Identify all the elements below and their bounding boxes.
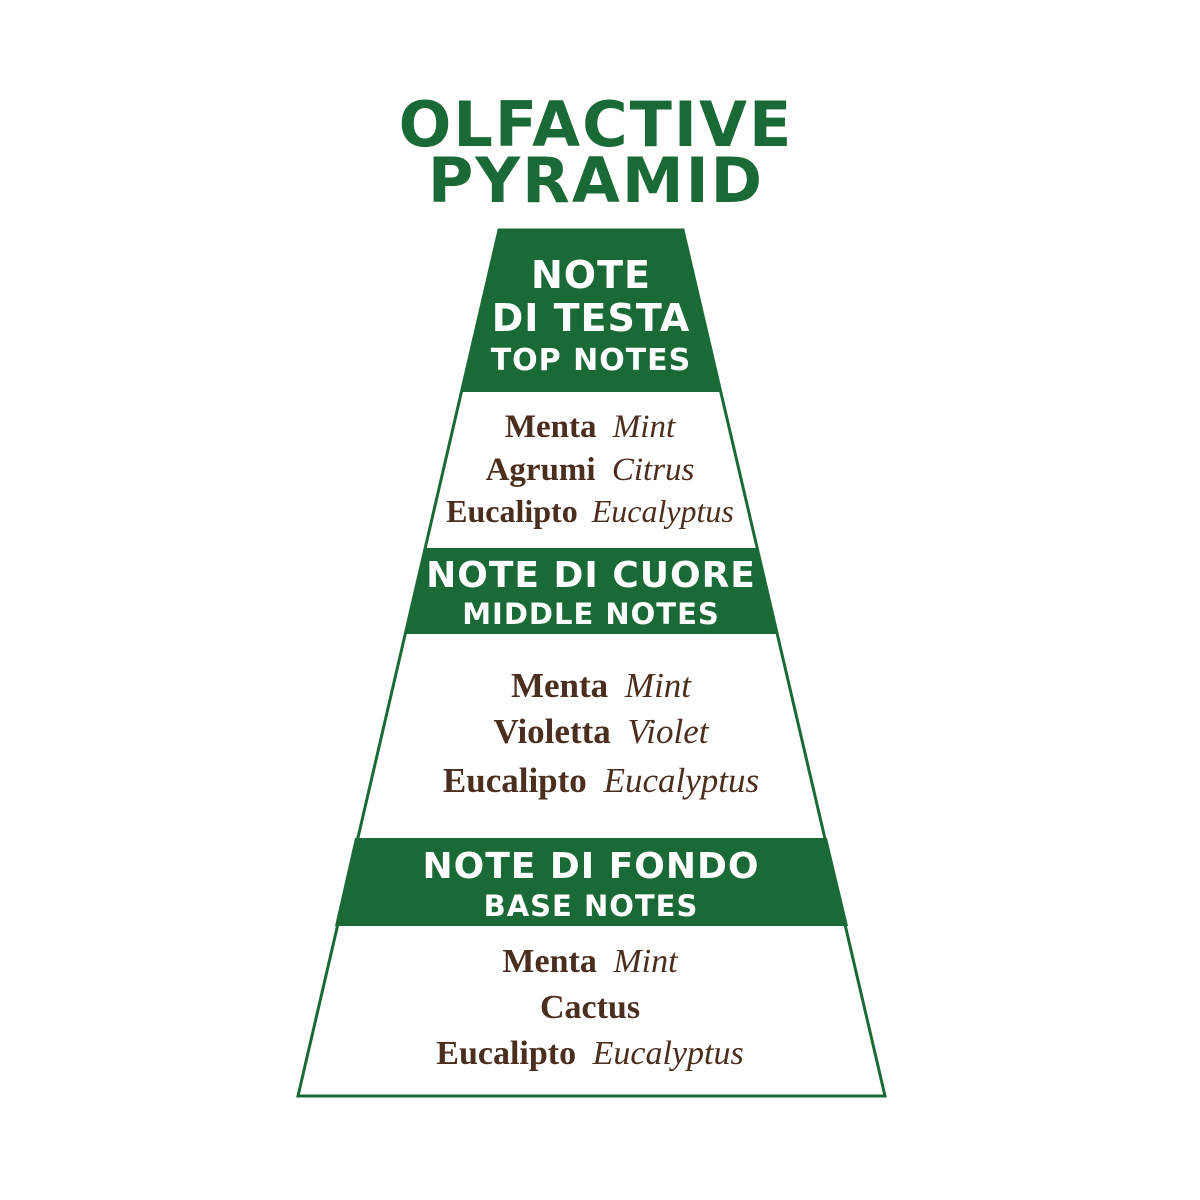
top-notes-band (461, 230, 720, 392)
middle-note-3-italian: Eucalipto (443, 761, 587, 800)
base-note-3-english: Eucalyptus (592, 1035, 744, 1072)
middle-note-3: Eucalipto Eucalyptus (443, 761, 759, 800)
base-note-1-italian: Menta (502, 943, 596, 980)
middle-note-1: Menta Mint (511, 666, 692, 705)
top-notes-subheading: TOP NOTES (491, 343, 692, 378)
top-note-1-english: Mint (612, 409, 676, 445)
top-notes-heading-line-2: DI TESTA (492, 296, 691, 340)
base-notes-heading: NOTE DI FONDO (422, 846, 759, 887)
top-note-2-english: Citrus (612, 452, 695, 488)
base-note-3: Eucalipto Eucalyptus (436, 1035, 743, 1072)
pyramid-title-line-2: PYRAMID (428, 144, 764, 217)
base-note-1-english: Mint (612, 943, 679, 980)
middle-notes-heading: NOTE DI CUORE (426, 555, 756, 596)
middle-note-2-english: Violet (628, 712, 710, 751)
middle-note-2-italian: Violetta (493, 712, 610, 751)
top-notes-heading-line-1: NOTE (531, 253, 651, 297)
middle-note-2: Violetta Violet (493, 712, 709, 751)
middle-notes-subheading: MIDDLE NOTES (462, 597, 720, 631)
top-note-2: Agrumi Citrus (486, 452, 695, 488)
top-note-3: Eucalipto Eucalyptus (446, 493, 734, 529)
top-note-3-english: Eucalyptus (591, 493, 734, 529)
middle-note-1-italian: Menta (511, 666, 608, 705)
base-notes-band (335, 838, 848, 926)
middle-note-1-english: Mint (624, 666, 692, 705)
top-note-1: Menta Mint (505, 409, 676, 445)
pyramid-title-line-1: OLFACTIVE (399, 88, 794, 161)
base-note-2: Cactus (540, 989, 640, 1026)
base-notes-subheading: BASE NOTES (484, 889, 699, 923)
middle-note-3-english: Eucalyptus (603, 761, 760, 800)
middle-notes-band (404, 548, 776, 634)
base-note-3-italian: Eucalipto (436, 1035, 576, 1072)
base-note-1: Menta Mint (502, 943, 679, 980)
top-note-2-italian: Agrumi (486, 452, 596, 488)
top-note-3-italian: Eucalipto (446, 493, 578, 529)
base-note-2-italian: Cactus (540, 989, 640, 1026)
top-note-1-italian: Menta (505, 409, 597, 445)
